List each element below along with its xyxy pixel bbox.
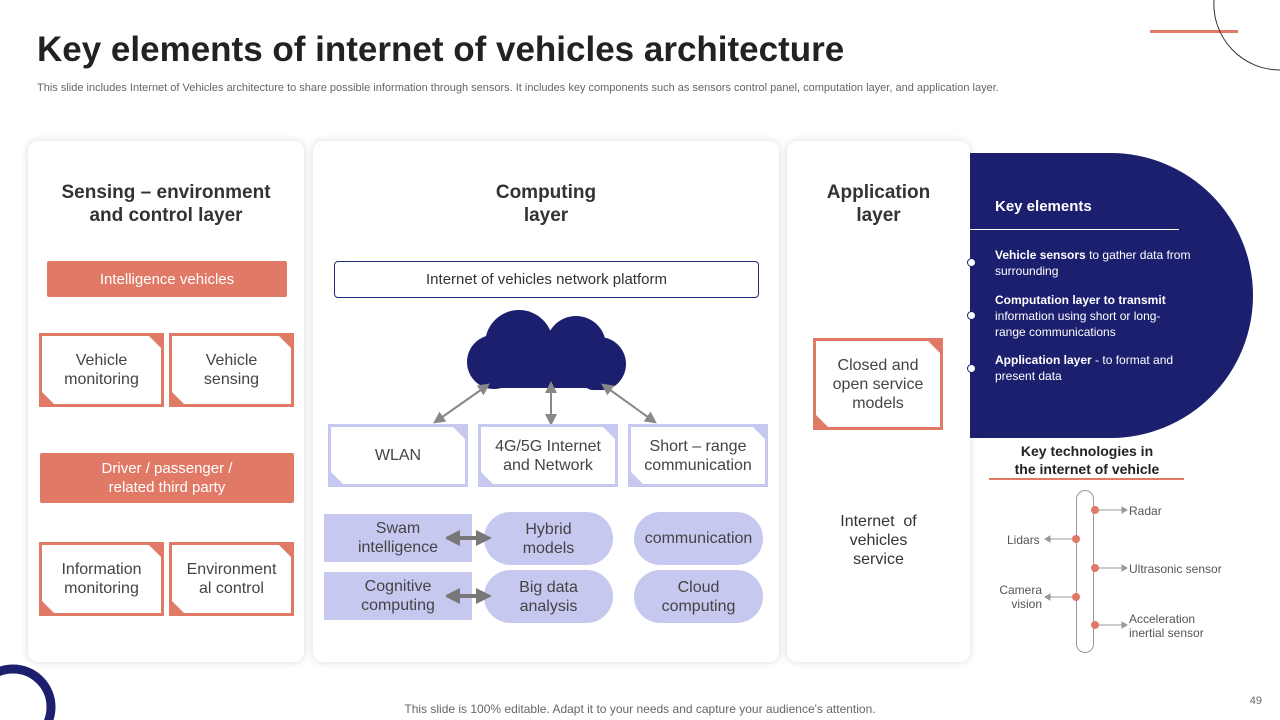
network-platform-box: Internet of vehicles network platform (334, 261, 759, 298)
sensing-layer-title: Sensing – environment and control layer (61, 182, 271, 226)
footer-note: This slide is 100% editable. Adapt it to… (404, 702, 876, 716)
radar-label: Radar (1129, 504, 1162, 518)
key-elements-heading: Key elements (995, 198, 1092, 215)
cloud-connector-arrows (433, 381, 657, 425)
key-elements-divider (970, 229, 1179, 230)
application-layer-title: Application layer (826, 182, 931, 226)
communication-pill: communication (634, 512, 763, 565)
key-element-application-layer: Application layer - to format and presen… (995, 353, 1174, 383)
key-element-computation-layer: Computation layer to transmit informatio… (995, 293, 1166, 339)
ultrasonic-dot (1091, 564, 1099, 572)
bullet-dot (967, 258, 976, 267)
technology-connectors (1044, 506, 1128, 629)
corner-ring-bottom-left (0, 664, 56, 720)
key-elements-panel (970, 153, 1253, 438)
intelligence-vehicles-bar: Intelligence vehicles (47, 261, 287, 297)
driver-passenger-bar: Driver / passenger /related third party (40, 453, 294, 503)
vehicles-service-text: Internet of vehicles service (840, 513, 917, 568)
key-element-vehicle-sensors: Vehicle sensors to gather data from surr… (995, 248, 1191, 278)
acceleration-sensor-label: Acceleration inertial sensor (1129, 612, 1204, 640)
key-technologies-heading: Key technologies in the internet of vehi… (1014, 443, 1160, 477)
key-technologies-underline (989, 478, 1184, 480)
wlan-card: WLAN (328, 424, 468, 487)
bullet-dot (967, 311, 976, 320)
lidars-dot (1072, 535, 1080, 543)
camera-dot (1072, 593, 1080, 601)
cloud-icon (467, 310, 626, 390)
corner-arc-top-right (1213, 0, 1280, 71)
acceleration-dot (1091, 621, 1099, 629)
camera-vision-label: Camera vision (999, 583, 1042, 611)
corner-accent-line (1150, 30, 1238, 33)
page-subtitle: This slide includes Internet of Vehicles… (37, 82, 999, 94)
lidars-label: Lidars (1007, 533, 1040, 547)
page-number: 49 (1249, 695, 1262, 707)
bullet-dot (967, 364, 976, 373)
computing-layer-title: Computing layer (495, 182, 597, 226)
page-title: Key elements of internet of vehicles arc… (37, 30, 845, 69)
radar-dot (1091, 506, 1099, 514)
bidirectional-arrows (446, 530, 492, 604)
ultrasonic-sensor-label: Ultrasonic sensor (1129, 562, 1222, 576)
